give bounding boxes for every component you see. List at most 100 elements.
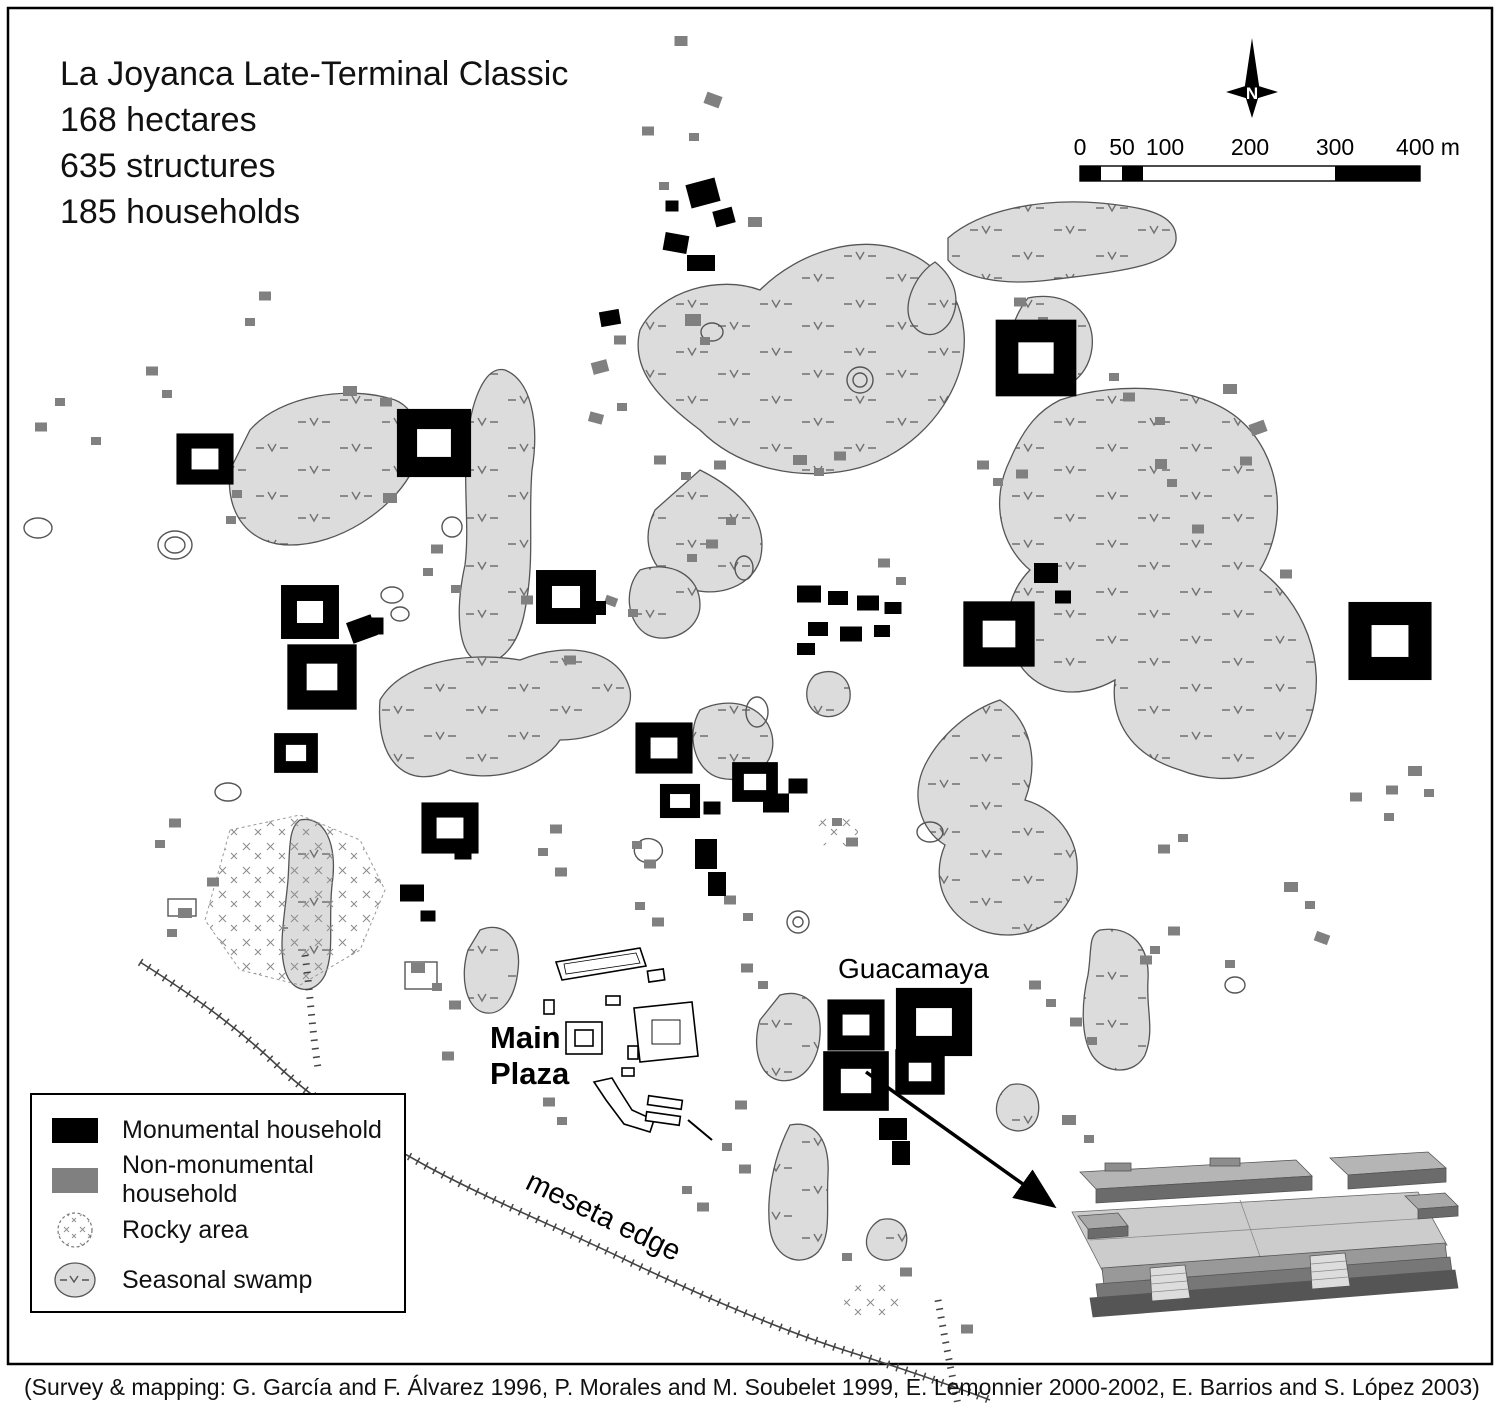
non-monumental-structure [703,91,723,109]
site-3d-inset [1071,1151,1459,1318]
non-monumental-structure [617,403,627,411]
non-monumental-structure [343,386,357,396]
non-monumental-structure [652,917,664,927]
non-monumental-structure [587,411,605,425]
non-monumental-structure [896,577,906,585]
monumental-structure [884,602,902,614]
monumental-structures-layer [176,177,1432,1165]
non-monumental-structure [628,609,638,617]
non-monumental-structure [207,877,219,887]
non-monumental-structure [706,539,718,549]
non-monumental-structure [674,36,688,46]
non-monumental-structure [832,818,842,826]
non-monumental-structure [614,335,626,345]
non-monumental-structure [155,840,165,848]
non-monumental-structure [654,455,666,465]
non-monumental-structure [550,824,562,834]
monumental-structure [857,595,879,611]
scale-label-50: 50 [1109,134,1135,160]
scale-label-300: 300 [1316,134,1354,160]
monumental-structure [732,762,778,802]
monumental-structure [874,625,890,637]
non-monumental-structure [259,291,271,301]
scale-bar: 0 50 100 200 300 400 m [1074,134,1460,182]
legend-item-swamp: Seasonal swamp [46,1255,404,1305]
non-monumental-structure [700,337,710,345]
non-monumental-structure [687,554,697,562]
monumental-structure [788,778,808,794]
non-monumental-structure [1014,297,1026,307]
non-monumental-structure [1087,1037,1097,1045]
monumental-structure [400,884,424,902]
monumental-structure [828,591,848,605]
non-monumental-structure [748,217,762,227]
non-monumental-structure [380,397,392,407]
main-plaza-label-line2: Plaza [490,1056,570,1091]
legend: Monumental household Non-monumental hous… [30,1093,406,1313]
north-arrow: N [1226,38,1278,118]
legend-item-rocky: Rocky area [46,1205,404,1255]
non-monumental-structure [1284,882,1298,892]
monumental-structure [827,999,885,1051]
non-monumental-structure [846,837,858,847]
non-monumental-structure [741,963,753,973]
title-block: La Joyanca Late-Terminal Classic 168 hec… [60,52,568,236]
non-monumental-structure [814,468,824,476]
monumental-structure [346,614,378,644]
non-monumental-structure [1109,373,1119,381]
non-monumental-structure [722,1143,732,1151]
non-monumental-structure [555,867,567,877]
monumental-structure [797,643,815,655]
monumental-structure [797,585,821,603]
non-monumental-structure [1305,901,1315,909]
non-monumental-structure [735,1100,747,1110]
monumental-structure [963,601,1035,667]
legend-label-monumental: Monumental household [122,1115,382,1144]
non-monumental-structure [714,460,726,470]
non-monumental-structure [35,422,47,432]
meseta-edge-label: meseta edge [521,1166,686,1268]
seasonal-swamp-areas [228,201,1318,1261]
non-monumental-structure [739,1164,751,1174]
non-monumental-structure [146,366,158,376]
non-monumental-structure [245,318,255,326]
non-monumental-structure [1150,946,1160,954]
non-monumental-structure [961,1324,973,1334]
non-monumental-structure [1384,813,1394,821]
non-monumental-structure [1140,955,1152,965]
non-monumental-structure [232,490,242,498]
non-monumental-structure [1178,834,1188,842]
non-monumental-structure [564,655,576,665]
monumental-structure [685,177,721,209]
non-monumental-structure [900,1267,912,1277]
monumental-structure [274,733,318,773]
monumental-structure [281,585,339,639]
non-monumental-structure [1386,785,1398,795]
non-monumental-structure [432,983,442,991]
rocky-areas [204,814,900,1322]
monumental-structure [421,802,479,854]
survey-caption: (Survey & mapping: G. García and F. Álva… [24,1374,1480,1400]
non-monumental-structure [1192,524,1204,534]
non-monumental-structure [169,818,181,828]
non-monumental-structure [1084,1135,1094,1143]
non-monumental-structure [659,182,669,190]
north-label: N [1246,84,1258,103]
non-monumental-structure [834,451,846,461]
non-monumental-structure [521,595,533,605]
scale-label-100: 100 [1146,134,1184,160]
non-monumental-structure [1070,1017,1082,1027]
non-monumental-structure [632,841,642,849]
non-monumental-structure [642,126,654,136]
non-monumental-structure [1350,792,1362,802]
main-plaza-label-line1: Main [490,1020,561,1055]
stat-structures: 635 structures [60,146,276,185]
scale-label-200: 200 [1231,134,1269,160]
non-monumental-structure [1408,766,1422,776]
monumental-structure [370,617,384,635]
non-monumental-structure [977,460,989,470]
non-monumental-structure [91,437,101,445]
monumental-structure [808,622,828,636]
